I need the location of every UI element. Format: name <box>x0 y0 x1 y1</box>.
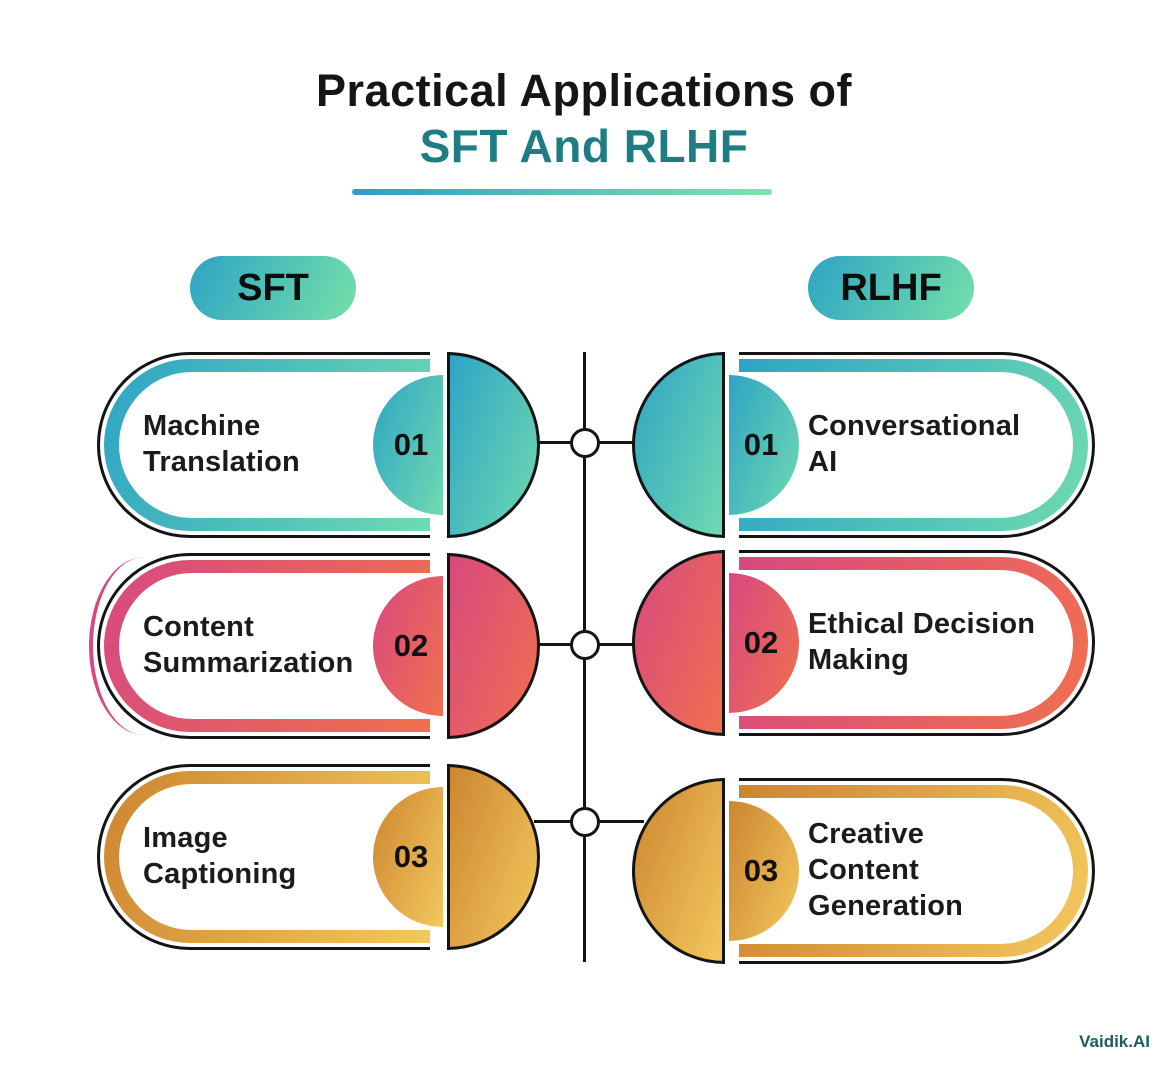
half-circle-cap <box>632 550 725 736</box>
half-circle-cap <box>447 553 540 739</box>
item-label: Image Captioning <box>143 822 297 890</box>
sft-item-content-summarization: 02 Content Summarization <box>89 553 540 739</box>
item-label: Content Summarization <box>143 611 354 679</box>
rlhf-item-ethical-decision-making: 02 Ethical Decision Making <box>632 550 1095 736</box>
rlhf-item-conversational-ai: 01 Conversational AI <box>632 352 1095 538</box>
page-subtitle: SFT And RLHF <box>419 120 749 172</box>
connector-node-2 <box>570 630 600 660</box>
item-label: Conversational AI <box>808 410 1021 478</box>
pill-color-band <box>739 785 1088 957</box>
half-circle-cap <box>632 352 725 538</box>
brand-credit: Vaidik.AI <box>1079 1032 1150 1051</box>
rlhf-item-creative-content-generation: 03 Creative Content Generation <box>632 778 1095 964</box>
title-underline <box>352 189 772 195</box>
title-block: Practical Applications of SFT And RLHF <box>0 64 1168 173</box>
connector-node-1 <box>570 428 600 458</box>
sft-column-badge: SFT <box>190 256 356 320</box>
half-circle-cap <box>447 764 540 950</box>
pill-outline <box>739 778 1095 964</box>
connector-node-3 <box>570 807 600 837</box>
half-circle-cap <box>447 352 540 538</box>
pill-outline <box>97 352 430 538</box>
pill-color-band <box>104 359 430 531</box>
item-label: Machine Translation <box>143 410 300 478</box>
sft-item-image-captioning: 03 Image Captioning <box>97 764 540 950</box>
pill-outline <box>739 352 1095 538</box>
half-circle-cap <box>632 778 725 964</box>
sketch-arc-decoration <box>89 557 199 735</box>
page-title: Practical Applications of <box>316 65 852 116</box>
item-label: Ethical Decision Making <box>808 608 1036 676</box>
pill-color-band <box>739 359 1088 531</box>
item-label: Creative Content Generation <box>808 818 964 922</box>
rlhf-column-badge: RLHF <box>808 256 974 320</box>
sft-item-machine-translation: 01 Machine Translation <box>97 352 540 538</box>
